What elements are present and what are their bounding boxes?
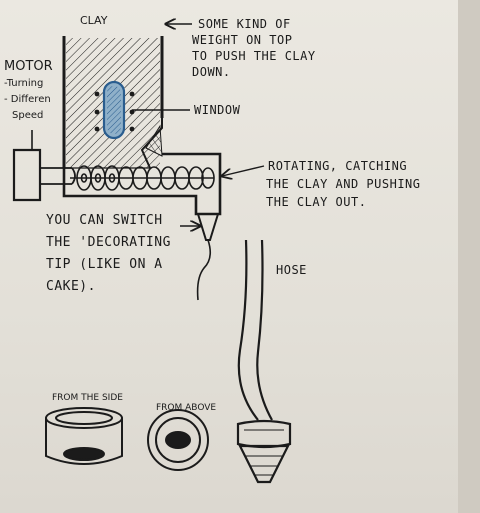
svg-text:YOU CAN SWITCH: YOU CAN SWITCH [46, 213, 163, 228]
window-rivet [129, 126, 135, 132]
hose-label: HOSE [276, 263, 307, 277]
motor [12, 130, 76, 202]
svg-text:THE CLAY OUT.: THE CLAY OUT. [266, 195, 366, 209]
motor-label: MOTOR -Turning - Differen Speed [4, 59, 53, 121]
extruder-barrel [62, 152, 222, 216]
window-rivet [94, 109, 100, 115]
svg-text:CAKE).: CAKE). [46, 279, 96, 294]
motor-box [12, 148, 42, 202]
annotation-arrows [132, 24, 265, 226]
rotating-arrow [222, 165, 265, 176]
hose-nozzle [238, 444, 290, 484]
svg-text:THE 'DECORATING: THE 'DECORATING [46, 235, 171, 250]
svg-text:TO PUSH THE CLAY: TO PUSH THE CLAY [192, 49, 316, 63]
motor-shaft [40, 167, 76, 185]
clay-label: CLAY [80, 14, 108, 27]
window-rivet [129, 91, 135, 97]
svg-text:DOWN.: DOWN. [192, 65, 231, 79]
side-view-label: FROM THE SIDE [52, 393, 123, 403]
svg-text:WEIGHT ON TOP: WEIGHT ON TOP [192, 33, 292, 47]
side-view-hole [63, 447, 105, 461]
window-rivet [129, 109, 135, 115]
window [94, 80, 135, 140]
rotating-label: ROTATING, CATCHING THE CLAY AND PUSHING … [266, 159, 421, 209]
svg-text:ROTATING, CATCHING: ROTATING, CATCHING [268, 159, 407, 173]
tip-side-view [45, 407, 123, 465]
hose-clamp [236, 419, 292, 449]
paper-edge [458, 0, 480, 513]
weight-label: SOME KIND OF WEIGHT ON TOP TO PUSH THE C… [192, 17, 316, 79]
svg-text:SOME KIND OF: SOME KIND OF [198, 17, 291, 31]
hose [236, 239, 292, 484]
window-rivet [94, 91, 100, 97]
above-view-label: FROM ABOVE [156, 403, 216, 413]
svg-text:Speed: Speed [12, 110, 43, 121]
decorating-tip [196, 213, 220, 301]
svg-text:- Differen: - Differen [4, 94, 51, 105]
tip-above-view [147, 409, 209, 471]
svg-text:-Turning: -Turning [4, 78, 43, 89]
svg-text:TIP (LIKE ON A: TIP (LIKE ON A [46, 257, 163, 272]
dark-wedge [145, 124, 163, 157]
window-label: WINDOW [194, 103, 241, 117]
above-view-hole [165, 431, 191, 449]
svg-text:THE CLAY AND PUSHING: THE CLAY AND PUSHING [266, 177, 421, 191]
svg-text:MOTOR: MOTOR [4, 59, 53, 74]
auger-screw [70, 165, 215, 191]
clay-squiggle [196, 239, 212, 301]
switch-label: YOU CAN SWITCH THE 'DECORATING TIP (LIKE… [46, 213, 171, 294]
window-rivet [94, 126, 100, 132]
